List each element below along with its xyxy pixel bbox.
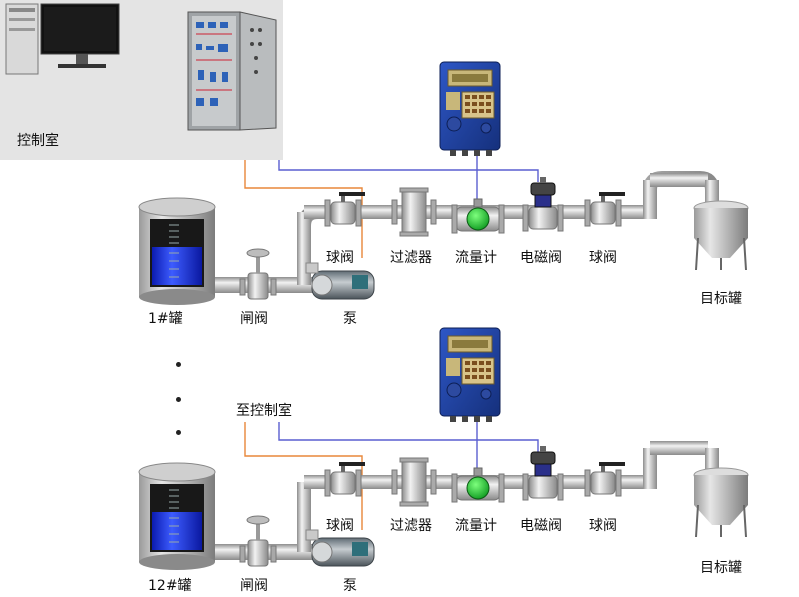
control-cabinet-icon — [187, 11, 277, 131]
filter-label: 过滤器 — [390, 250, 432, 266]
filter-label: 过滤器 — [390, 518, 432, 534]
ball-valve-label: 球阀 — [589, 518, 617, 534]
computer-icon — [5, 3, 120, 75]
ball-valve-1b — [584, 191, 626, 227]
tank-label: 1#罐 — [148, 311, 183, 327]
solenoid-valve-label: 电磁阀 — [520, 518, 562, 534]
storage-tank-12 — [138, 462, 216, 571]
ellipsis-dot — [176, 430, 181, 435]
ball-valve-1a — [324, 191, 366, 227]
solenoid-valve-1 — [522, 176, 564, 232]
ball-valve-2a — [324, 461, 366, 497]
flowmeter-2 — [451, 467, 505, 503]
tank-label: 12#罐 — [148, 578, 192, 594]
solenoid-valve-2 — [522, 445, 564, 501]
ball-valve-label: 球阀 — [326, 250, 354, 266]
gate-valve-2 — [239, 515, 277, 567]
storage-tank-1 — [138, 197, 216, 306]
target-tank-label: 目标罐 — [700, 560, 742, 576]
flowmeter-1 — [451, 198, 505, 234]
pump-label: 泵 — [343, 311, 357, 327]
ellipsis-dot — [176, 362, 181, 367]
ellipsis-dot — [176, 397, 181, 402]
pump-2 — [305, 529, 375, 567]
gate-valve-1 — [239, 248, 277, 300]
pump-label: 泵 — [343, 578, 357, 594]
flowmeter-label: 流量计 — [455, 250, 497, 266]
flowmeter-label: 流量计 — [455, 518, 497, 534]
gate-valve-label: 闸阀 — [240, 311, 268, 327]
to-control-room-label: 至控制室 — [236, 403, 292, 419]
ball-valve-label: 球阀 — [326, 518, 354, 534]
process-line-2 — [138, 327, 749, 571]
target-tank-label: 目标罐 — [700, 291, 742, 307]
ball-valve-label: 球阀 — [589, 250, 617, 266]
process-line-1 — [138, 61, 749, 306]
ball-valve-2b — [584, 461, 626, 497]
flow-controller-1 — [439, 61, 501, 157]
pump-1 — [305, 262, 375, 300]
control-room-label: 控制室 — [17, 133, 59, 149]
target-tank-1 — [693, 200, 749, 271]
flow-controller-2 — [439, 327, 501, 423]
gate-valve-label: 闸阀 — [240, 578, 268, 594]
solenoid-valve-label: 电磁阀 — [520, 250, 562, 266]
target-tank-2 — [693, 467, 749, 538]
signal-wiring-2 — [244, 420, 539, 530]
